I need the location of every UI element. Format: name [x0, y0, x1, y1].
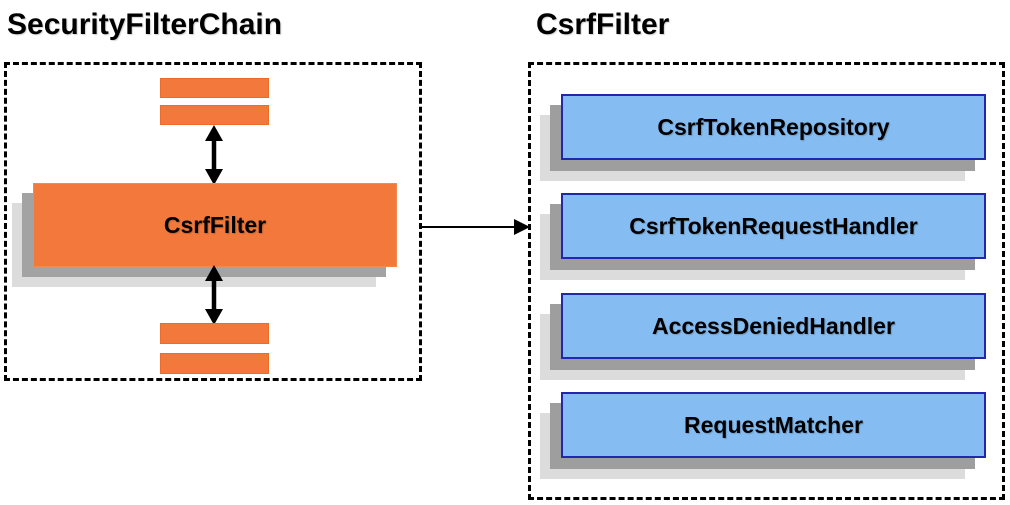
filter-placeholder-bar	[160, 105, 269, 125]
security-filter-chain-title: SecurityFilterChain	[7, 8, 283, 41]
component-label: CsrfTokenRepository	[657, 113, 890, 140]
delegate-arrow-icon	[422, 219, 530, 235]
filter-placeholder-bar	[160, 353, 269, 374]
component-box-csrf-token-request-handler: CsrfTokenRequestHandler	[561, 193, 986, 259]
bidirectional-arrow-icon	[205, 125, 223, 185]
csrf-filter-panel-title: CsrfFilter	[536, 8, 670, 41]
component-box-request-matcher: RequestMatcher	[561, 392, 986, 458]
component-label: AccessDeniedHandler	[652, 312, 895, 339]
security-filter-chain-panel: CsrfFilter	[4, 62, 422, 381]
csrf-filter-panel: CsrfTokenRepository CsrfTokenRequestHand…	[528, 62, 1005, 500]
component-box-access-denied-handler: AccessDeniedHandler	[561, 293, 986, 359]
component-label: RequestMatcher	[684, 411, 863, 438]
filter-placeholder-bar	[160, 323, 269, 344]
filter-placeholder-bar	[160, 78, 269, 98]
csrf-filter-box-label: CsrfFilter	[163, 211, 267, 238]
csrf-filter-box: CsrfFilter	[33, 183, 397, 267]
bidirectional-arrow-icon	[205, 265, 223, 325]
component-box-csrf-token-repository: CsrfTokenRepository	[561, 94, 986, 160]
component-label: CsrfTokenRequestHandler	[629, 212, 918, 239]
